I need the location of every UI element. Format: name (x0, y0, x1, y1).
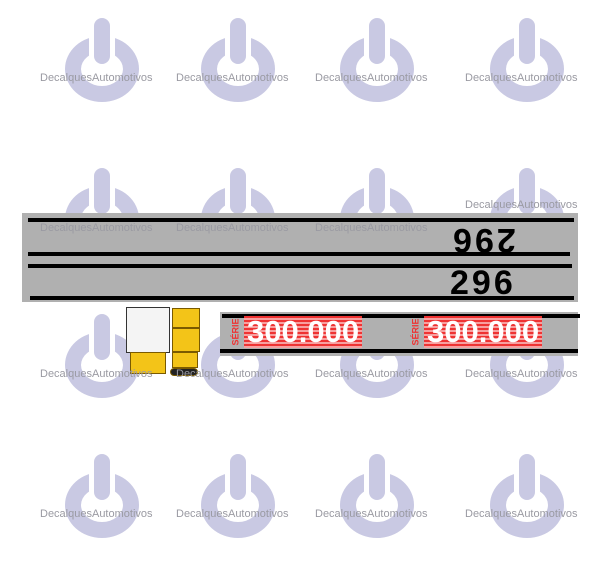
warning-sticker (130, 352, 166, 374)
stripe (28, 252, 570, 256)
watermark-text: DecalquesAutomotivos (315, 508, 428, 520)
watermark-text: DecalquesAutomotivos (40, 72, 153, 84)
model-number: 296 (450, 264, 516, 302)
series-label: SÉRIE (230, 318, 241, 346)
series-number: 300.000 (244, 316, 363, 348)
power-icon (340, 18, 414, 102)
watermark-text: DecalquesAutomotivos (315, 368, 428, 380)
instruction-sticker (126, 307, 170, 353)
power-icon (65, 454, 139, 538)
power-icon (340, 454, 414, 538)
watermark-text: DecalquesAutomotivos (176, 368, 289, 380)
watermark-text: DecalquesAutomotivos (465, 199, 578, 211)
watermark-text: DecalquesAutomotivos (40, 368, 153, 380)
power-icon (65, 314, 139, 398)
watermark-text: DecalquesAutomotivos (176, 508, 289, 520)
watermark-text: DecalquesAutomotivos (40, 508, 153, 520)
watermark-text: DecalquesAutomotivos (465, 508, 578, 520)
watermark-text: DecalquesAutomotivos (315, 72, 428, 84)
stripe (222, 314, 580, 318)
stripe (28, 218, 574, 222)
model-decal-panel (22, 213, 578, 302)
warning-sticker (172, 328, 200, 352)
watermark-text: DecalquesAutomotivos (315, 222, 428, 234)
stripe (220, 349, 578, 353)
watermark-text: DecalquesAutomotivos (465, 72, 578, 84)
series-label: SÉRIE (410, 318, 421, 346)
power-icon (201, 18, 275, 102)
model-number-inverted: 296 (450, 221, 516, 259)
series-number: 300.000 (424, 316, 543, 348)
watermark-text: DecalquesAutomotivos (176, 222, 289, 234)
power-icon (490, 454, 564, 538)
power-icon (490, 18, 564, 102)
watermark-text: DecalquesAutomotivos (176, 72, 289, 84)
curved-sticker (170, 368, 198, 376)
stripe (30, 296, 574, 300)
warning-sticker (172, 308, 200, 328)
watermark-text: DecalquesAutomotivos (465, 368, 578, 380)
watermark-text: DecalquesAutomotivos (40, 222, 153, 234)
stripe (28, 264, 572, 268)
power-icon (65, 18, 139, 102)
warning-sticker (172, 352, 198, 368)
power-icon (201, 454, 275, 538)
